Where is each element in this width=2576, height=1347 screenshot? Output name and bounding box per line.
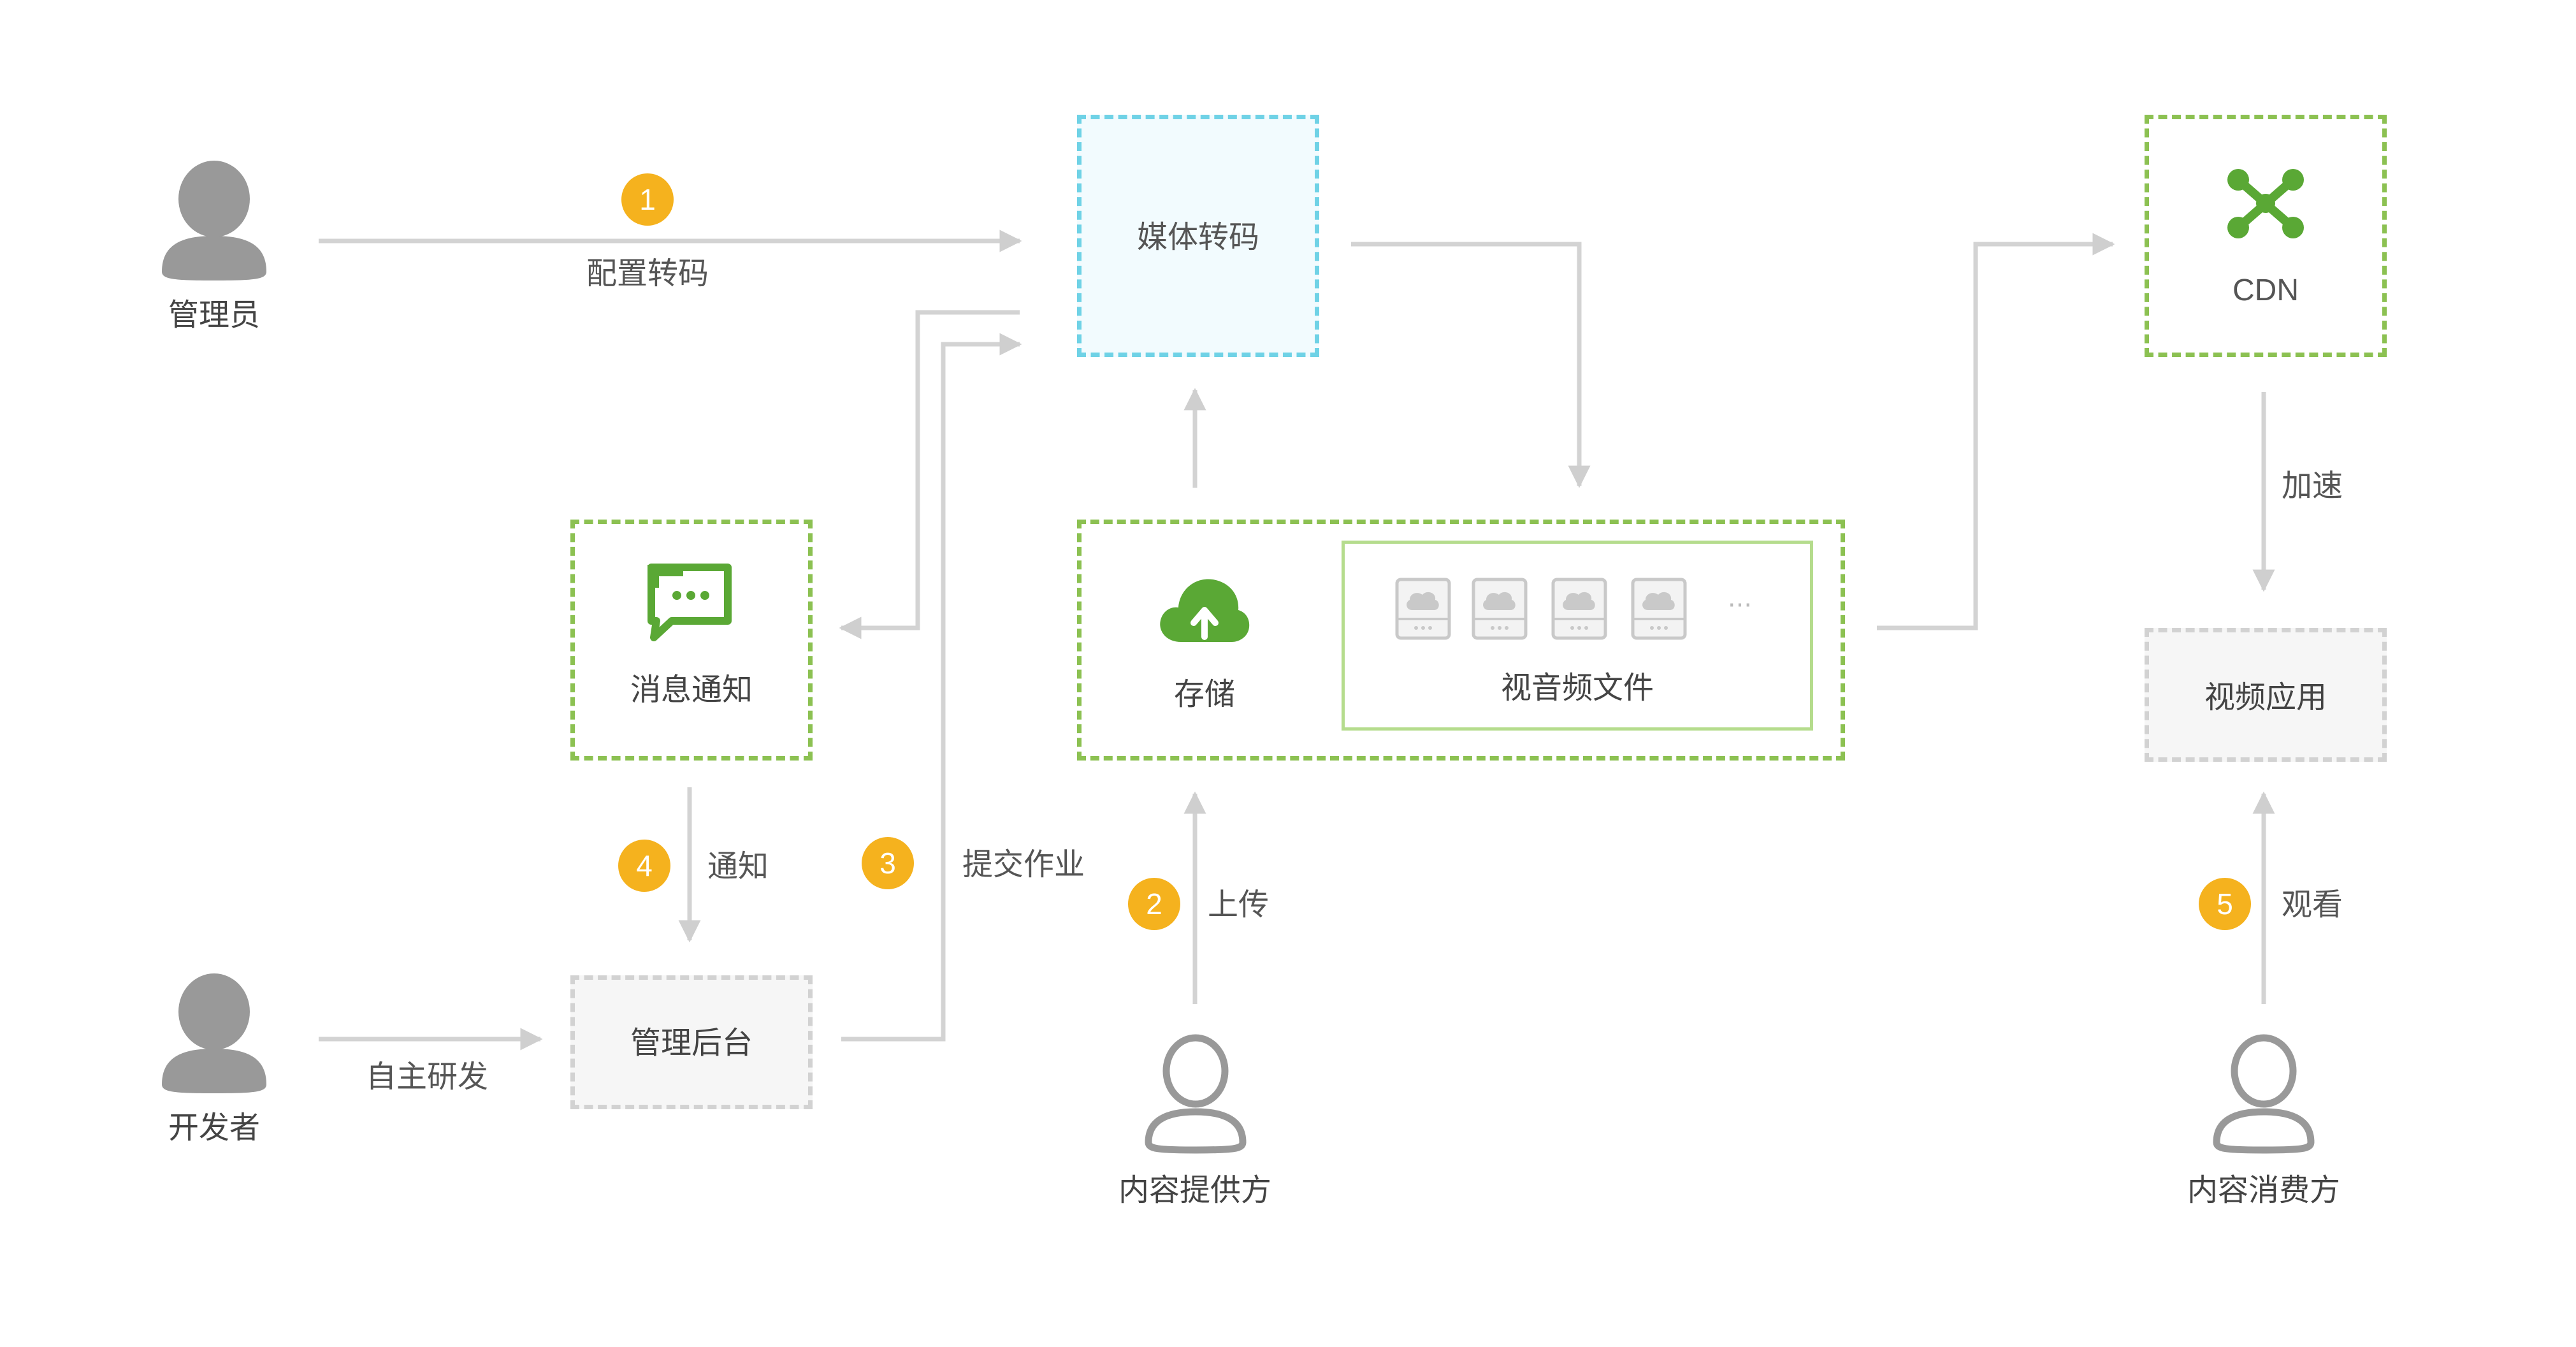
admin-label: 管理员 [168,297,260,333]
developer-label: 开发者 [168,1110,260,1146]
step-1-badge: 1 [621,173,674,226]
user-outline-icon [1145,1034,1247,1154]
admin-backend-node [570,975,813,1109]
cloud-file-icon [1395,578,1451,640]
step-4-badge: 4 [618,840,670,892]
accelerate-label: 加速 [2282,468,2343,504]
cdn-node [2145,115,2387,357]
cloud-file-icon [1551,578,1607,640]
step-3-badge: 3 [862,837,914,889]
av-files-label: 视音频文件 [1500,670,1654,706]
admin-backend-label: 管理后台 [630,1025,753,1061]
step-2-badge: 2 [1128,878,1180,930]
edge-storage-to-cdn [1877,233,2115,630]
chat-bubble-icon [648,564,732,641]
storage-label: 存储 [1173,676,1235,712]
network-node-icon [2227,169,2304,238]
message-notify-label: 消息通知 [630,672,753,708]
content-consumer-label: 内容消费方 [2187,1172,2340,1208]
step-4-label: 通知 [707,848,769,884]
edge-backend-to-transcode [841,333,1022,1042]
cdn-label: CDN [2232,273,2299,307]
edge-transcode-to-notify [839,310,1020,639]
content-provider-label: 内容提供方 [1118,1172,1271,1208]
step-1-label: 配置转码 [586,256,709,291]
files-more-ellipsis: ··· [1727,591,1753,620]
edge-transcode-to-storage [1351,242,1591,488]
self-develop-label: 自主研发 [365,1059,488,1095]
cloud-file-icon [1631,578,1687,640]
step-5-label: 观看 [2282,887,2343,922]
message-notify-node [570,520,813,761]
media-transcode-label: 媒体转码 [1136,219,1259,255]
video-app-node [2145,628,2387,762]
user-silhouette-icon [162,973,266,1093]
step-2-label: 上传 [1208,887,1270,922]
step-5-badge: 5 [2199,878,2251,930]
video-app-label: 视频应用 [2204,680,2327,715]
cloud-file-icon [1472,578,1528,640]
cloud-upload-icon [1160,579,1250,642]
user-silhouette-icon [162,161,266,280]
media-transcode-node [1077,115,1319,357]
user-outline-icon [2213,1034,2315,1154]
step-3-label: 提交作业 [962,847,1085,882]
